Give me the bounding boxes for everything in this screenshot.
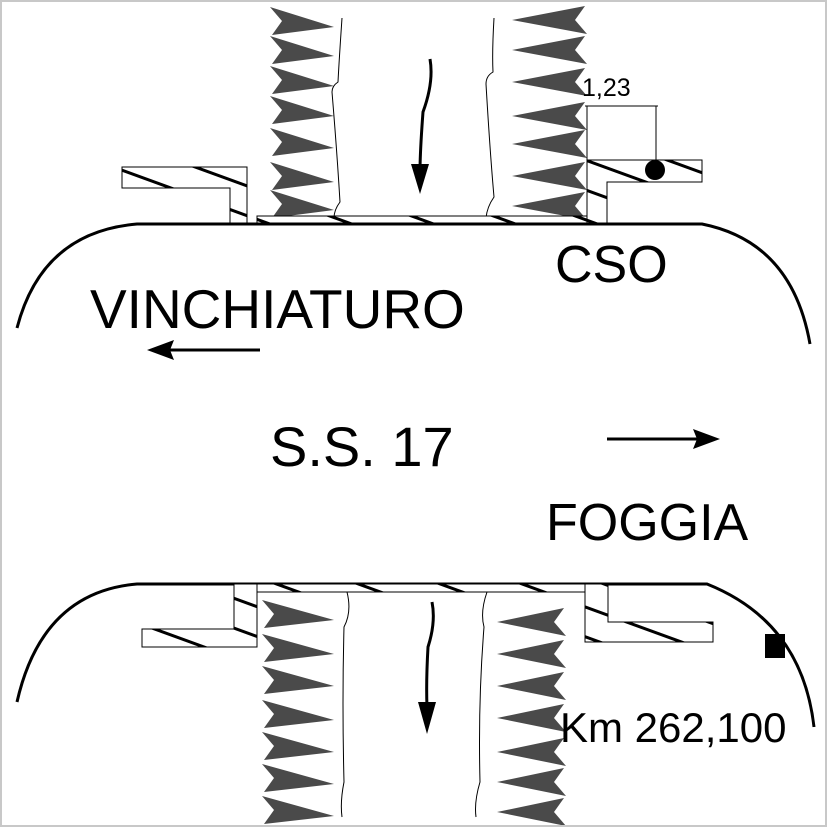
vegetation-symbol [262,634,334,662]
vegetation-symbol [497,798,566,825]
bottom-vegetation-left [262,600,334,824]
vegetation-symbol [262,732,334,760]
top-headwall-left [121,166,248,225]
dimension-line [585,105,658,162]
vegetation-symbol [512,192,587,220]
road-name-label: S.S. 17 [270,415,454,478]
vegetation-symbol [270,7,334,35]
cso-label: CSO [555,236,668,294]
bottom-headwall-left [141,583,258,648]
bottom-flow-arrowhead [418,702,436,734]
kilometer-marker [765,634,785,658]
direction-east-label: FOGGIA [546,494,749,552]
vegetation-symbol [512,68,587,96]
vegetation-symbol [262,764,334,792]
vegetation-symbol [512,130,587,158]
bottom-vegetation-right [497,608,566,825]
arrow-right-icon [607,429,720,449]
vegetation-symbol [270,36,334,64]
vegetation-symbol [497,640,566,668]
vegetation-symbol [270,190,334,218]
arrow-left-icon [147,340,260,360]
vegetation-symbol [270,128,334,156]
bottom-channel-bank-left [340,591,350,818]
vegetation-symbol [262,700,334,728]
bottom-headwall-right [584,583,714,643]
road-edge-bottom [15,582,816,728]
top-flow-arrow [418,58,433,173]
vegetation-symbol [262,796,334,824]
vegetation-symbol [512,6,587,34]
bottom-culvert-slab [256,583,588,593]
vegetation-symbol [512,162,587,190]
vegetation-symbol [270,96,334,124]
vegetation-symbol [497,608,566,636]
vegetation-symbol [262,666,334,694]
top-flow-arrowhead [411,164,429,194]
road-edge-top [15,222,812,345]
dimension-label: 1,23 [582,74,631,102]
top-vegetation-right [512,6,587,220]
top-channel-bank-right [485,17,495,219]
bottom-channel-bank-right [475,591,488,818]
top-headwall-right [586,159,703,225]
survey-point-marker [645,160,665,180]
vegetation-symbol [270,66,334,94]
vegetation-symbol [497,672,566,700]
bottom-flow-arrow [425,601,435,708]
vegetation-symbol [497,768,566,796]
kilometer-label: Km 262,100 [560,704,787,751]
vegetation-symbol [497,738,566,766]
vegetation-symbol [497,704,566,732]
top-channel-bank-left [331,17,343,219]
direction-west-label: VINCHIATURO [90,278,465,340]
vegetation-symbol [262,600,334,628]
vegetation-symbol [512,36,587,64]
vegetation-symbol [512,102,587,130]
top-vegetation-left [270,7,334,218]
vegetation-symbol [270,162,334,190]
